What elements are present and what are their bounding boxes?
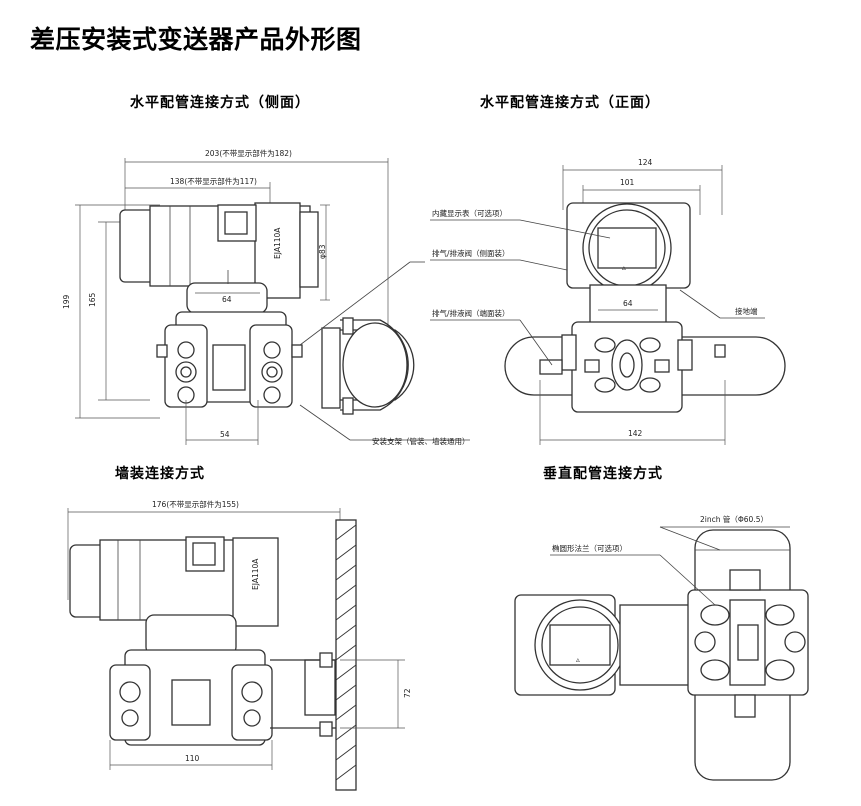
- svg-text:▵: ▵: [622, 263, 626, 272]
- vertical-view-heading: 垂直配管连接方式: [543, 466, 663, 482]
- nameplate-side: EJA110A: [273, 227, 282, 259]
- bracket-label: 安装支架（管装、墙装通用）: [372, 436, 470, 446]
- vent-end-label: 排气/排液阀（端面装）: [432, 308, 510, 318]
- dim-front-port: 64: [623, 299, 633, 308]
- dim-height-total: 199: [62, 294, 71, 309]
- dim-flange-width: 54: [220, 430, 230, 439]
- svg-text:▵: ▵: [576, 655, 580, 664]
- nameplate-wall: EJA110A: [251, 558, 260, 590]
- side-view-drawing: 203(不带显示部件为182) 138(不带显示部件为117) 199 165 …: [62, 148, 470, 446]
- dim-height-inner: 165: [88, 292, 97, 307]
- vertical-view-drawing: ▵ 2inch 管（Φ60.5） 椭圆形法兰（可选项）: [514, 514, 809, 781]
- display-label: 内藏显示表（可选项）: [432, 208, 507, 218]
- dim-bottom-width: 142: [628, 429, 643, 438]
- dim-inner-width: 138(不带显示部件为117): [170, 176, 257, 186]
- side-view-heading: 水平配管连接方式（侧面）: [130, 95, 310, 111]
- pipe-label: 2inch 管（Φ60.5）: [700, 514, 768, 524]
- dim-overall-width: 203(不带显示部件为182): [205, 148, 292, 158]
- front-view-heading: 水平配管连接方式（正面）: [480, 95, 660, 111]
- dim-mount-height: 72: [403, 688, 412, 698]
- wall-view-heading: 墙装连接方式: [115, 466, 205, 482]
- dim-display-width: 101: [620, 178, 635, 187]
- ground-label: 接地端: [735, 306, 758, 316]
- wall-view-drawing: 176(不带显示部件为155) EJA110A: [67, 499, 412, 791]
- page-title: 差压安装式变送器产品外形图: [30, 25, 362, 54]
- front-view-drawing: 124 101 ▵ 64 142: [430, 158, 786, 445]
- dim-top-width: 124: [638, 158, 653, 167]
- dim-head-height: φ83: [318, 244, 327, 259]
- flange-label: 椭圆形法兰（可选项）: [552, 543, 627, 553]
- dim-wall-flange: 110: [185, 754, 200, 763]
- dim-wall-overall: 176(不带显示部件为155): [152, 499, 239, 509]
- vent-side-label: 排气/排液阀（侧面装）: [432, 248, 510, 258]
- dim-port-width: 64: [222, 295, 232, 304]
